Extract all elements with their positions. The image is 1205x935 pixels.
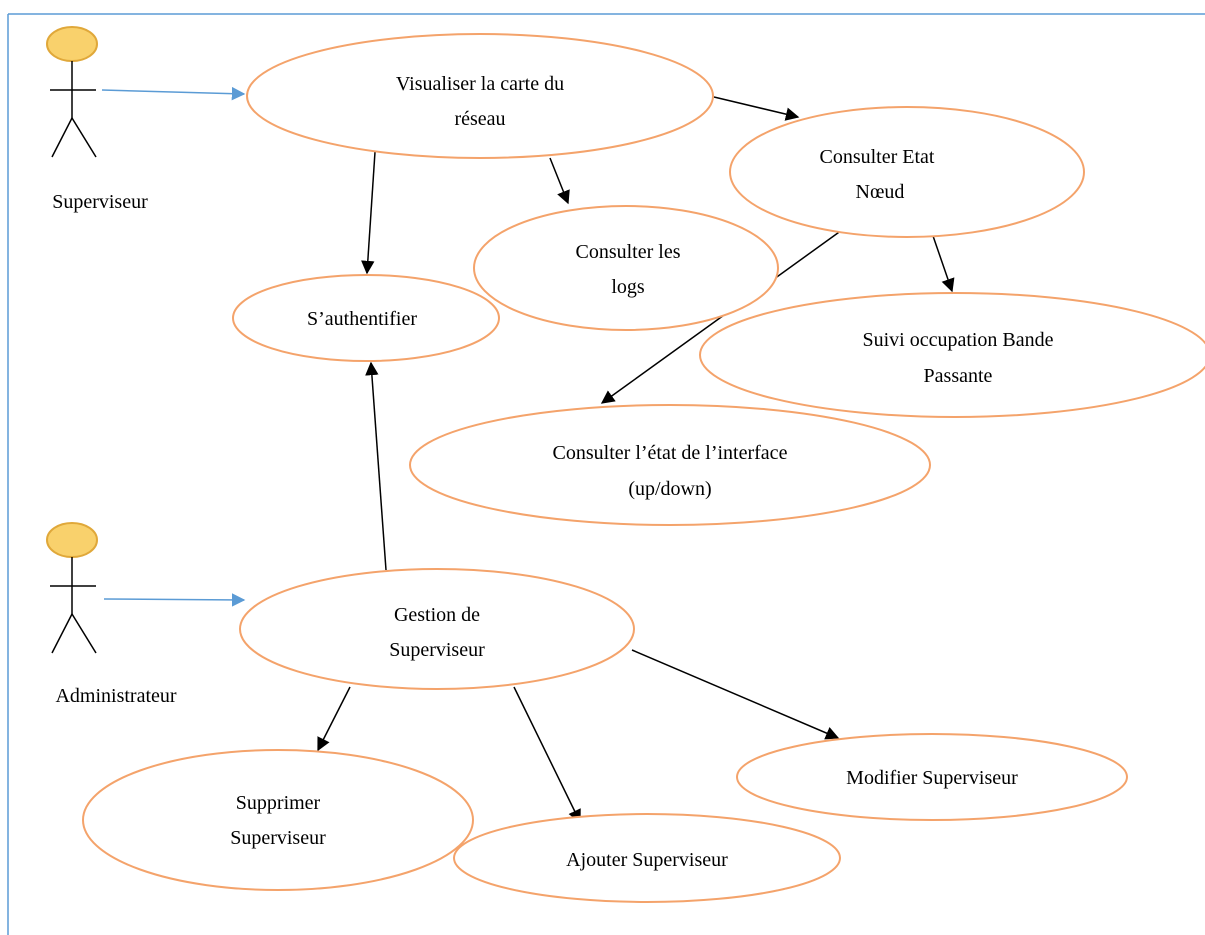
use-case-label-line: Superviseur: [389, 639, 485, 661]
association-superviseur-visualiser: [101, 86, 246, 101]
relation-gestion-modifier: [631, 649, 840, 740]
use-case-modifier: Modifier Superviseur: [736, 733, 1128, 821]
use-case-label-line: Visualiser la carte du: [396, 73, 564, 95]
relation-gestion-ajouter: [513, 686, 581, 824]
use-case-consulter-logs: Consulter les logs: [473, 205, 779, 331]
actor-left-leg: [51, 613, 73, 654]
use-case-label-line: Gestion de: [394, 604, 480, 626]
use-case-etat-interface: Consulter l’état de l’interface (up/down…: [409, 404, 931, 526]
association-administrateur-gestion: [103, 593, 246, 607]
use-case-label-line: Superviseur: [230, 827, 326, 849]
relation-gestion-supprimer: [317, 686, 351, 752]
use-case-ajouter: Ajouter Superviseur: [453, 813, 841, 903]
use-case-gestion: Gestion de Superviseur: [239, 568, 635, 690]
actor-head-icon: [46, 26, 98, 62]
actor-head-icon: [46, 522, 98, 558]
use-case-label-line: Ajouter Superviseur: [566, 849, 728, 871]
use-case-label-line: Passante: [924, 365, 993, 387]
use-case-label-line: Consulter l’état de l’interface: [553, 442, 788, 464]
use-case-supprimer: Supprimer Superviseur: [82, 749, 474, 891]
actor-label-administrateur: Administrateur: [55, 685, 176, 707]
use-case-label-line: Consulter les: [576, 241, 681, 263]
use-case-visualiser: Visualiser la carte du réseau: [246, 33, 714, 159]
use-case-label-line: S’authentifier: [307, 308, 417, 330]
actor-superviseur: Superviseur: [46, 26, 148, 213]
actor-right-leg: [71, 613, 97, 654]
use-case-suivi-bande: Suivi occupation Bande Passante: [699, 292, 1205, 418]
relation-etat-noeud-bande: [931, 232, 955, 293]
use-case-label-line: (up/down): [628, 478, 711, 500]
actor-left-leg: [51, 117, 73, 158]
actor-label-superviseur: Superviseur: [52, 191, 148, 213]
use-case-consulter-etat-noeud: Consulter Etat Nœud: [729, 106, 1085, 238]
actor-administrateur: Administrateur: [46, 522, 177, 707]
relation-gestion-authentifier: [365, 361, 387, 571]
use-case-label-line: Supprimer: [236, 792, 321, 814]
use-case-label-line: Nœud: [856, 181, 905, 203]
use-case-label-line: Modifier Superviseur: [846, 767, 1018, 789]
use-case-authentifier: S’authentifier: [232, 274, 500, 362]
relation-visualiser-etat-noeud: [713, 96, 800, 121]
relation-visualiser-authentifier: [361, 151, 376, 275]
use-case-label-line: réseau: [454, 108, 505, 130]
actor-right-leg: [71, 117, 97, 158]
use-case-label-line: logs: [611, 276, 645, 298]
relation-visualiser-logs: [549, 157, 570, 205]
use-case-label-line: Suivi occupation Bande: [862, 329, 1053, 351]
use-case-label-line: Consulter Etat: [820, 146, 935, 168]
